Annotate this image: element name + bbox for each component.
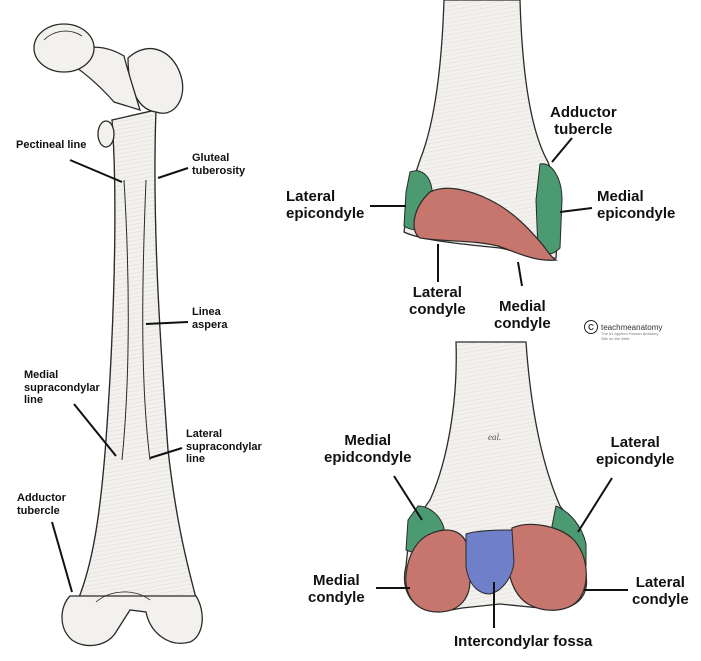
anterior-distal-femur-drawing — [404, 0, 562, 260]
watermark-tagline: The #1 Applied Human Anatomy Site on the… — [601, 331, 662, 341]
gluteal-tuberosity-leader — [158, 168, 188, 178]
adductor-tubercle-right-leader — [552, 138, 572, 162]
medial-epicondyle-top-leader — [560, 208, 592, 212]
adductor-tubercle-left-leader — [52, 522, 72, 592]
teachmeanatomy-watermark: C teachmeanatomy The #1 Applied Human An… — [584, 320, 662, 334]
label-intercondylar-fossa: Intercondylar fossa — [454, 633, 592, 650]
label-pectineal-line: Pectineal line — [16, 139, 86, 152]
medial-epidcondyle-leader — [394, 476, 422, 520]
copyright-icon: C — [584, 320, 598, 334]
posterior-distal-femur-drawing — [404, 342, 586, 612]
posterior-femur-drawing — [34, 24, 202, 646]
lateral-epicondyle-bottom-leader — [578, 478, 612, 532]
medial-condyle-top-leader — [518, 262, 522, 286]
bone-inscription: eal. — [488, 432, 501, 442]
